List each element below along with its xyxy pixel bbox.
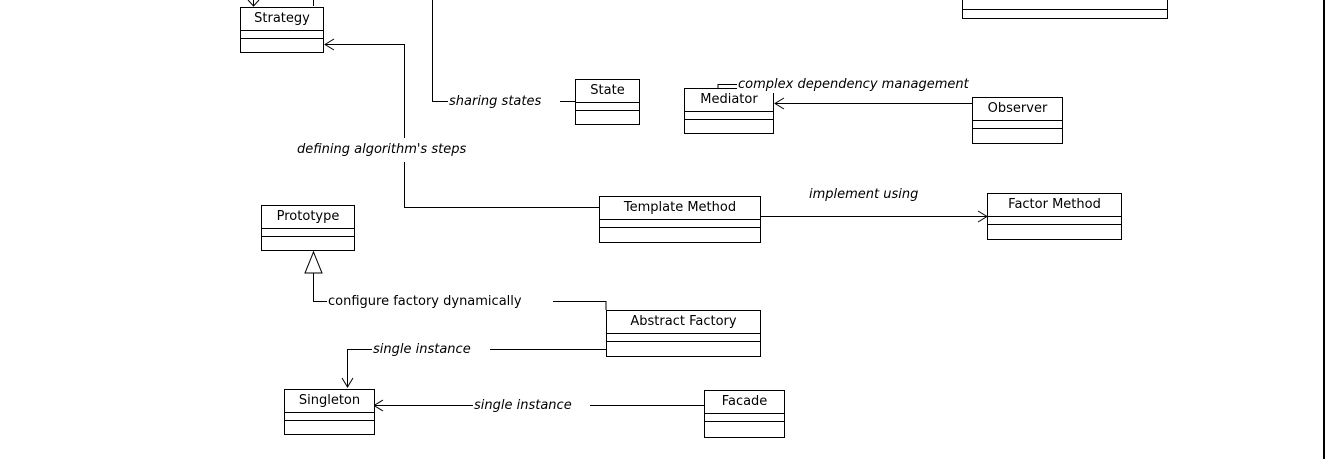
- class-factor-method[interactable]: Factor Method: [987, 193, 1122, 240]
- class-facade[interactable]: Facade: [704, 390, 785, 438]
- defining-steps-line: [325, 44, 600, 208]
- configure-factory-line: [313, 273, 607, 310]
- class-operations: [600, 228, 760, 235]
- class-strategy[interactable]: Strategy: [240, 7, 324, 53]
- class-operations: [988, 225, 1121, 232]
- cropped-class-bottom: [962, 0, 1168, 19]
- class-name: Abstract Factory: [607, 311, 760, 334]
- class-prototype[interactable]: Prototype: [261, 205, 355, 251]
- class-operations: [285, 421, 374, 428]
- class-name: Singleton: [285, 390, 374, 413]
- label-complex-dependency: complex dependency management: [737, 77, 970, 93]
- class-operations: [241, 39, 323, 46]
- class-mediator[interactable]: Mediator: [684, 88, 774, 134]
- label-single-instance-facade: single instance: [473, 398, 573, 414]
- class-attributes: [705, 414, 784, 422]
- class-name: Prototype: [262, 206, 354, 229]
- label-defining-steps: defining algorithm's steps: [296, 142, 468, 158]
- class-abstract-factory[interactable]: Abstract Factory: [606, 310, 761, 357]
- class-attributes: [576, 103, 639, 111]
- class-operations: [576, 111, 639, 118]
- class-attributes: [973, 121, 1062, 129]
- label-sharing-states: sharing states: [448, 94, 543, 110]
- mediator-arrowhead: [774, 97, 785, 110]
- single-instance-af-line: [347, 349, 606, 387]
- class-attributes: [600, 220, 760, 228]
- sharing-states-line: [432, 0, 575, 102]
- strategy-arrowhead: [324, 38, 335, 51]
- label-implement-using: implement using: [808, 187, 920, 203]
- class-singleton[interactable]: Singleton: [284, 389, 375, 435]
- class-attributes: [241, 31, 323, 39]
- class-observer[interactable]: Observer: [972, 97, 1063, 144]
- class-operations: [262, 237, 354, 244]
- class-attributes: [988, 217, 1121, 225]
- complex-dependency-line: [717, 84, 737, 89]
- class-attributes: [262, 229, 354, 237]
- class-operations: [973, 129, 1062, 136]
- class-name: Mediator: [685, 89, 773, 112]
- label-configure-factory: configure factory dynamically: [327, 294, 523, 310]
- class-operations: [705, 422, 784, 429]
- prototype-triangle: [304, 250, 323, 274]
- class-attributes: [285, 413, 374, 421]
- singleton-arrowhead-top: [341, 377, 354, 388]
- class-name: Template Method: [600, 197, 760, 220]
- label-single-instance-af: single instance: [372, 342, 472, 358]
- class-name: Strategy: [241, 8, 323, 31]
- class-operations: [607, 342, 760, 349]
- class-name: Factor Method: [988, 194, 1121, 217]
- class-attributes: [685, 112, 773, 120]
- class-name: Observer: [973, 98, 1062, 121]
- class-operations: [685, 120, 773, 127]
- class-name: State: [576, 80, 639, 103]
- page-border: [1323, 0, 1325, 459]
- class-name: Facade: [705, 391, 784, 414]
- class-state[interactable]: State: [575, 79, 640, 125]
- class-attributes: [607, 334, 760, 342]
- strategy-top-connector: [247, 0, 314, 7]
- class-template-method[interactable]: Template Method: [599, 196, 761, 243]
